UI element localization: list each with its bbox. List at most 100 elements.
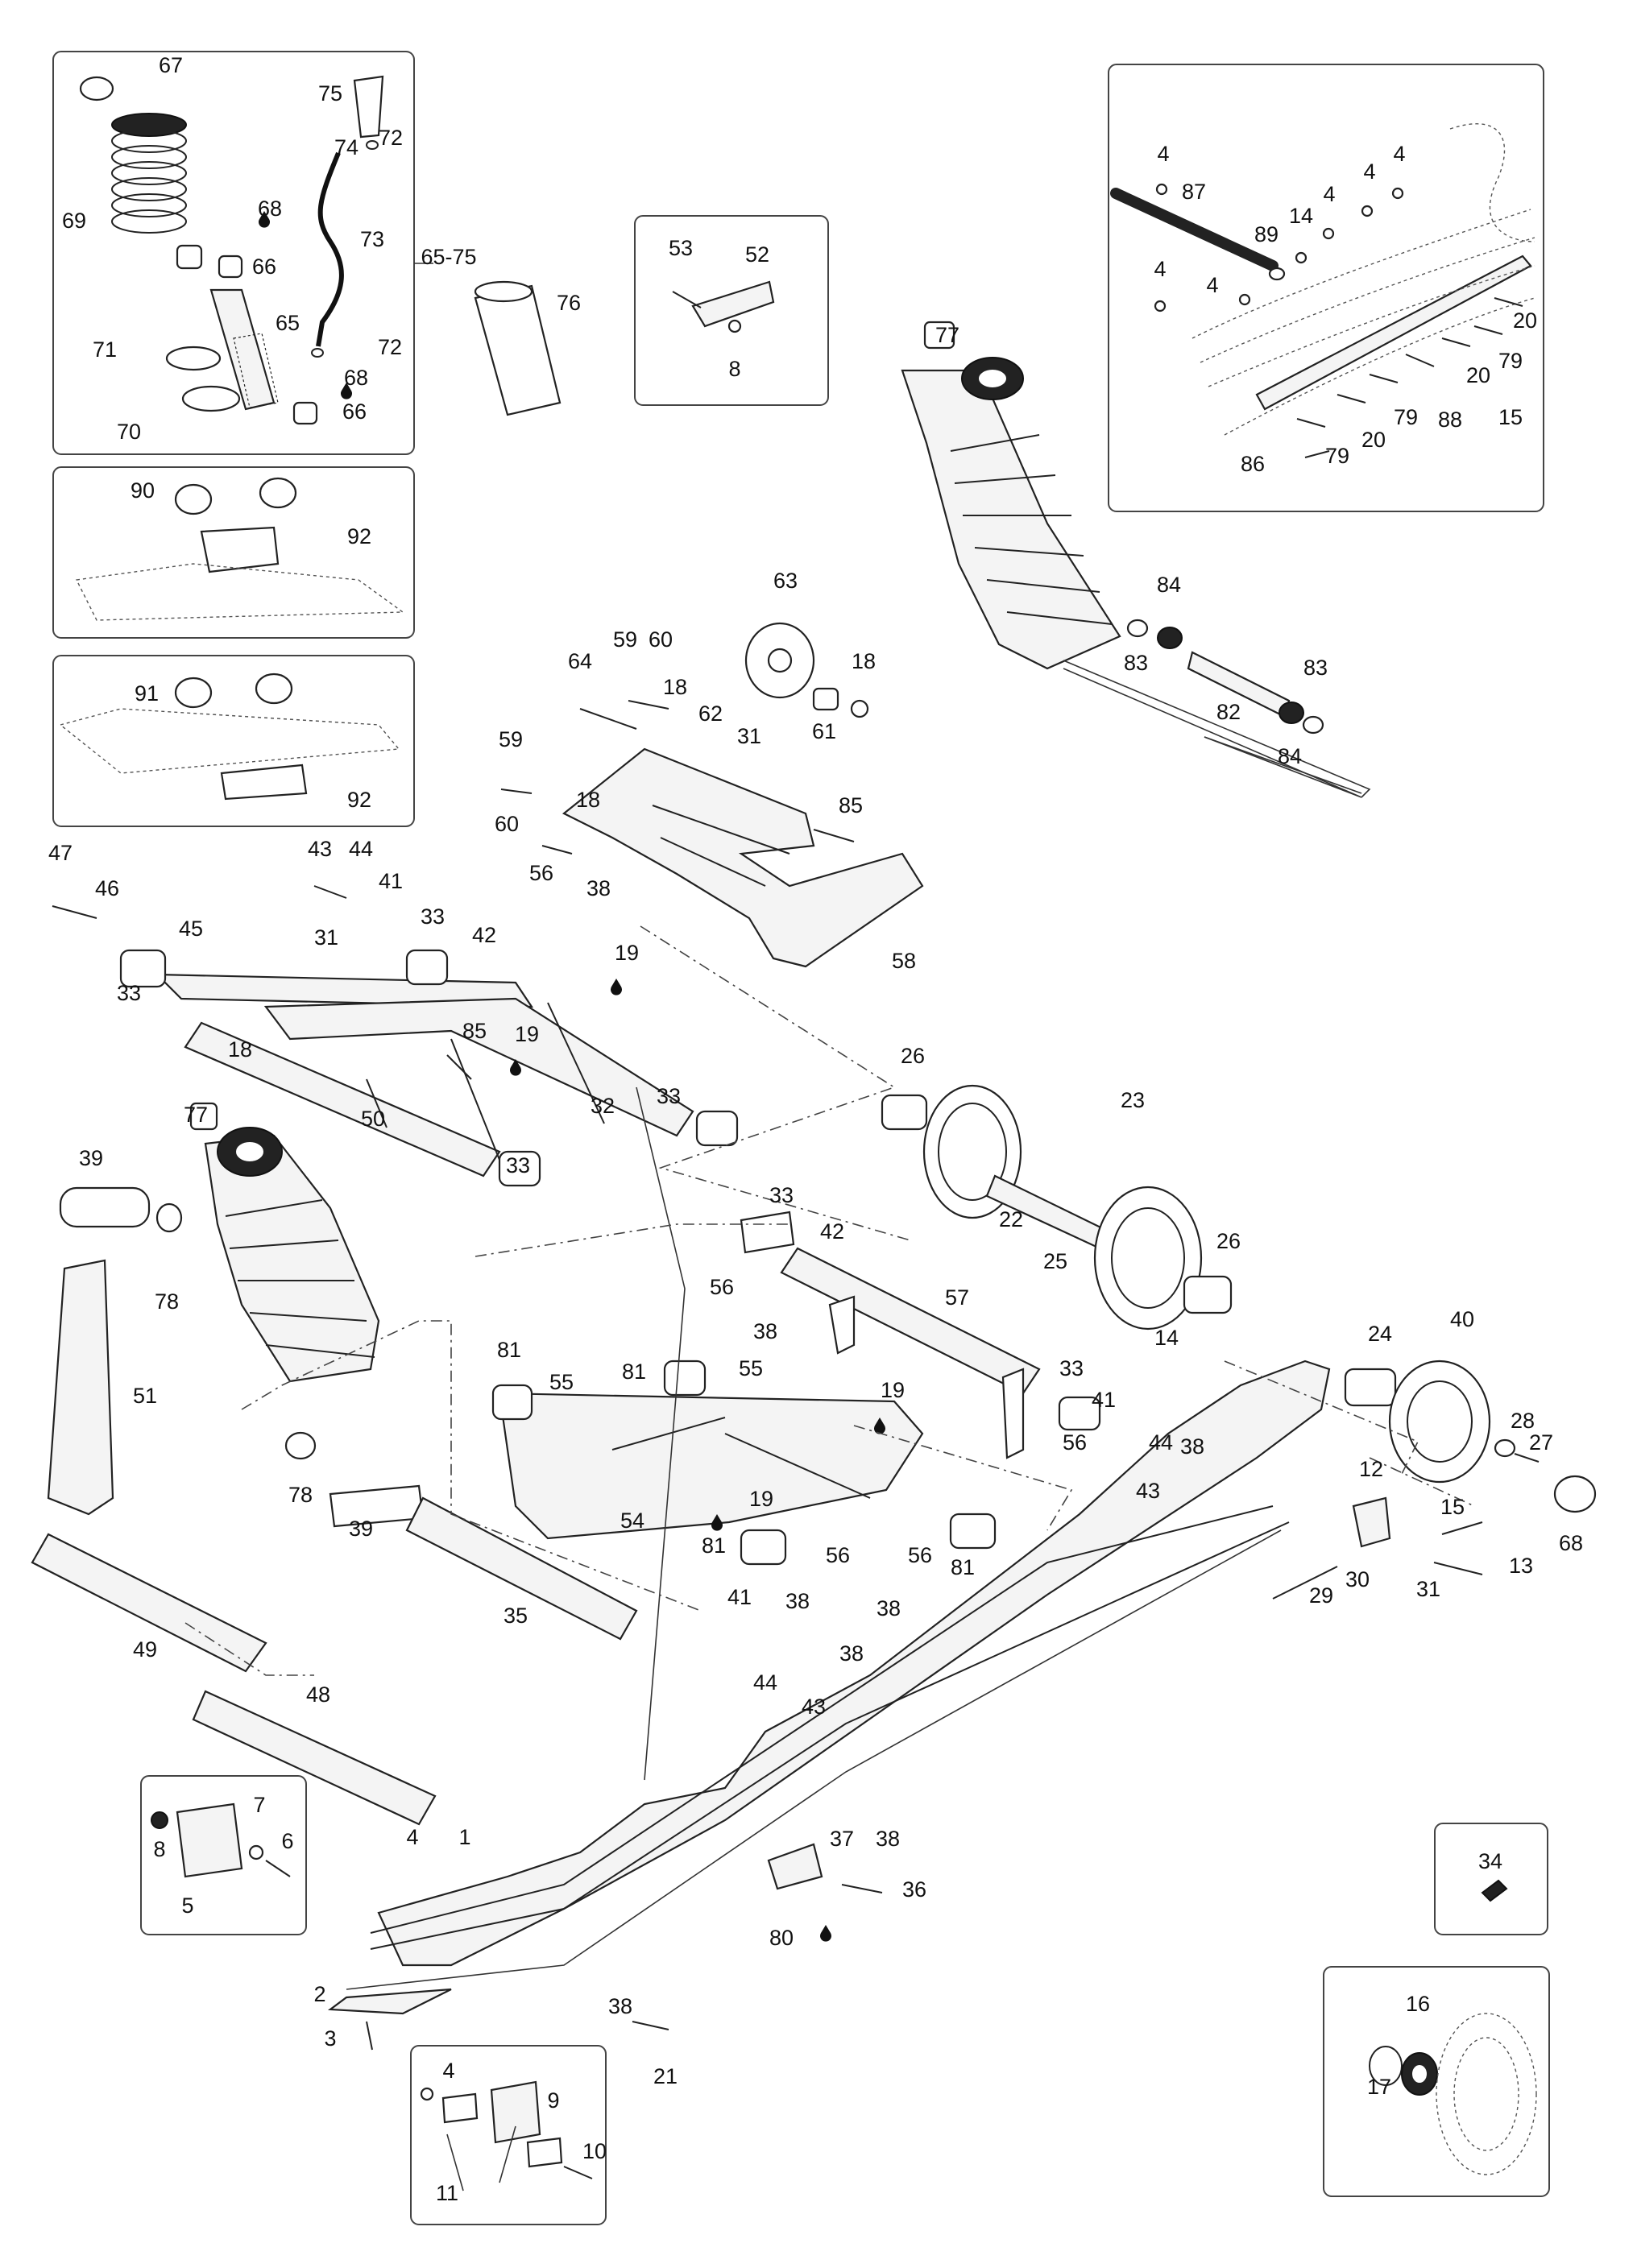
- part-callout-77: 77: [184, 1103, 208, 1127]
- coil-spring-69-icon: [111, 113, 187, 234]
- spacer-61-icon: [812, 687, 839, 711]
- part-callout-83: 83: [1124, 651, 1148, 675]
- part-callout-18: 18: [228, 1037, 252, 1062]
- part-callout-32: 32: [591, 1094, 615, 1118]
- part-callout-38: 38: [1180, 1434, 1204, 1459]
- part-callout-38: 38: [608, 1994, 632, 2018]
- bolt-85b-icon: [446, 1054, 472, 1080]
- part-callout-49: 49: [133, 1637, 157, 1662]
- washer-78b-icon: [284, 1431, 317, 1460]
- part-callout-52: 52: [745, 242, 769, 267]
- part-callout-10: 10: [582, 2139, 607, 2163]
- nut-4-icon: [420, 2087, 434, 2101]
- part-callout-8: 8: [728, 357, 740, 381]
- washer-7-icon: [248, 1844, 264, 1860]
- grease-drop-68-icon: [259, 211, 270, 228]
- bolt-85-icon: [813, 829, 855, 842]
- tube-39-icon: [59, 1186, 151, 1228]
- spacer-26b-icon: [1183, 1275, 1233, 1314]
- nut-8b-icon: [151, 1811, 168, 1829]
- part-callout-81: 81: [951, 1555, 975, 1579]
- part-callout-38: 38: [753, 1319, 777, 1343]
- grease-nipple-detail-box: [1434, 1823, 1548, 1935]
- rail-bumper-assembly: [1110, 123, 1535, 458]
- part-callout-34: 34: [1478, 1849, 1502, 1873]
- washer-89-icon: [1268, 267, 1286, 281]
- part-callout-4: 4: [1363, 159, 1375, 184]
- part-callout-67: 67: [159, 53, 183, 77]
- part-callout-41: 41: [1092, 1388, 1116, 1412]
- part-callout-79: 79: [1325, 444, 1349, 468]
- tube-42-icon: [780, 1247, 1041, 1395]
- part-callout-29: 29: [1309, 1583, 1333, 1608]
- bushing-33-icon: [119, 949, 167, 988]
- part-callout-31: 31: [1416, 1577, 1440, 1601]
- part-callout-71: 71: [93, 337, 117, 362]
- front-arm-assembly: [119, 949, 739, 1187]
- part-callout-56: 56: [908, 1543, 932, 1567]
- bolt-6-icon: [265, 1860, 291, 1877]
- part-callout-21: 21: [653, 2064, 678, 2088]
- part-callout-36: 36: [902, 1877, 926, 1902]
- part-callout-30: 30: [1345, 1567, 1370, 1591]
- part-callout-27: 27: [1529, 1430, 1553, 1455]
- bolt-21-icon: [632, 2021, 669, 2030]
- part-callout-20: 20: [1513, 308, 1537, 333]
- bolt-53-icon: [672, 291, 702, 308]
- part-callout-82: 82: [1216, 700, 1241, 724]
- part-callout-26: 26: [1216, 1229, 1241, 1253]
- part-callout-42: 42: [820, 1219, 844, 1244]
- part-callout-35: 35: [504, 1604, 528, 1628]
- shock-body-65-icon: [209, 288, 276, 411]
- part-callout-39: 39: [79, 1146, 103, 1170]
- part-callout-26: 26: [901, 1044, 925, 1068]
- part-callout-73: 73: [360, 227, 384, 251]
- screw-3-icon: [366, 2021, 373, 2051]
- part-callout-8: 8: [153, 1837, 165, 1861]
- link-51-icon: [47, 1259, 114, 1516]
- washer-83b-icon: [1302, 715, 1324, 735]
- part-callout-83: 83: [1303, 656, 1328, 680]
- part-callout-92: 92: [347, 788, 371, 812]
- part-callout-3: 3: [324, 2026, 336, 2051]
- part-callout-15: 15: [1440, 1495, 1465, 1519]
- part-callout-69: 69: [62, 209, 86, 233]
- snap-ring-17-icon: [1369, 2046, 1403, 2086]
- grease-drop-68b-icon: [341, 383, 353, 399]
- part-callout-25: 25: [1043, 1249, 1067, 1273]
- cap-68-icon: [1553, 1475, 1597, 1513]
- part-callout-55: 55: [549, 1370, 574, 1394]
- washer-28-icon: [1494, 1438, 1516, 1458]
- part-callout-44: 44: [1149, 1430, 1173, 1455]
- part-callout-31: 31: [737, 724, 761, 748]
- bolt-56-icon: [541, 845, 573, 855]
- nut-18-icon: [850, 699, 869, 718]
- part-callout-66: 66: [342, 399, 367, 424]
- part-callout-4: 4: [1206, 273, 1218, 297]
- grease-drop-19b-icon: [509, 1059, 521, 1076]
- bolt-47-icon: [52, 905, 97, 919]
- part-callout-28: 28: [1511, 1409, 1535, 1433]
- part-callout-13: 13: [1509, 1554, 1533, 1578]
- part-callout-14: 14: [1289, 204, 1313, 228]
- part-callout-44: 44: [753, 1670, 777, 1695]
- part-callout-89: 89: [1254, 222, 1279, 246]
- front-arm-bracket-58: [562, 622, 924, 968]
- arm-32-icon: [184, 1021, 501, 1177]
- grease-nipple-34-icon: [1481, 1879, 1508, 1902]
- part-callout-33: 33: [1059, 1356, 1084, 1380]
- part-callout-56: 56: [710, 1275, 734, 1299]
- bushing-33b-icon: [405, 949, 449, 986]
- part-callout-2: 2: [313, 1982, 325, 2006]
- part-callout-75: 75: [318, 81, 342, 106]
- part-callout-64: 64: [568, 649, 592, 673]
- part-callout-4: 4: [406, 1825, 418, 1849]
- bushing-66c-icon: [292, 401, 318, 425]
- part-callout-38: 38: [839, 1641, 864, 1666]
- part-callout-11: 11: [436, 2181, 458, 2205]
- part-callout-40: 40: [1450, 1307, 1474, 1331]
- tube-35-icon: [405, 1496, 638, 1641]
- part-callout-38: 38: [785, 1589, 810, 1613]
